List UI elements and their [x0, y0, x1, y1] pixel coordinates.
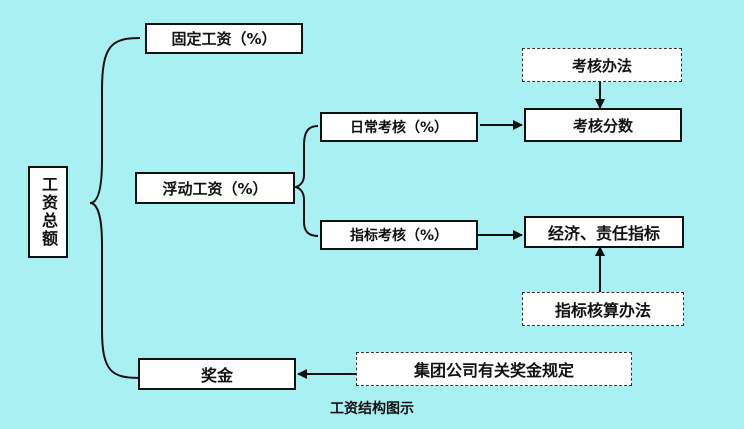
node-bonus-label: 奖金 — [200, 366, 233, 385]
node-indicator-assessment-label: 指标考核（%） — [349, 228, 449, 244]
diagram-caption: 工资结构图示 — [330, 401, 414, 417]
node-economic-indicators: 经济、责任指标 — [524, 216, 684, 248]
node-total-salary: 工资总额 — [28, 166, 68, 258]
node-group-bonus-rules: 集团公司有关奖金规定 — [356, 352, 632, 386]
floating-brace — [292, 125, 319, 237]
node-assessment-score-label: 考核分数 — [572, 116, 633, 135]
node-fixed-salary-label: 固定工资（%） — [171, 30, 277, 48]
node-assessment-score: 考核分数 — [524, 108, 682, 142]
node-floating-salary: 浮动工资（%） — [135, 172, 295, 204]
node-bonus: 奖金 — [138, 358, 296, 390]
node-economic-indicators-label: 经济、责任指标 — [547, 224, 660, 243]
node-indicator-accounting-method-label: 指标核算办法 — [554, 301, 651, 320]
main-brace — [89, 37, 141, 379]
node-daily-assessment: 日常考核（%） — [320, 112, 478, 142]
node-assessment-method: 考核办法 — [522, 48, 682, 82]
node-assessment-method-label: 考核办法 — [571, 56, 632, 75]
node-indicator-assessment: 指标考核（%） — [320, 220, 478, 250]
node-indicator-accounting-method: 指标核算办法 — [522, 292, 684, 326]
node-daily-assessment-label: 日常考核（%） — [349, 120, 449, 136]
node-fixed-salary: 固定工资（%） — [145, 23, 303, 54]
node-total-salary-label: 工资总额 — [39, 176, 58, 248]
node-group-bonus-rules-label: 集团公司有关奖金规定 — [413, 361, 574, 380]
node-floating-salary-label: 浮动工资（%） — [162, 179, 268, 198]
